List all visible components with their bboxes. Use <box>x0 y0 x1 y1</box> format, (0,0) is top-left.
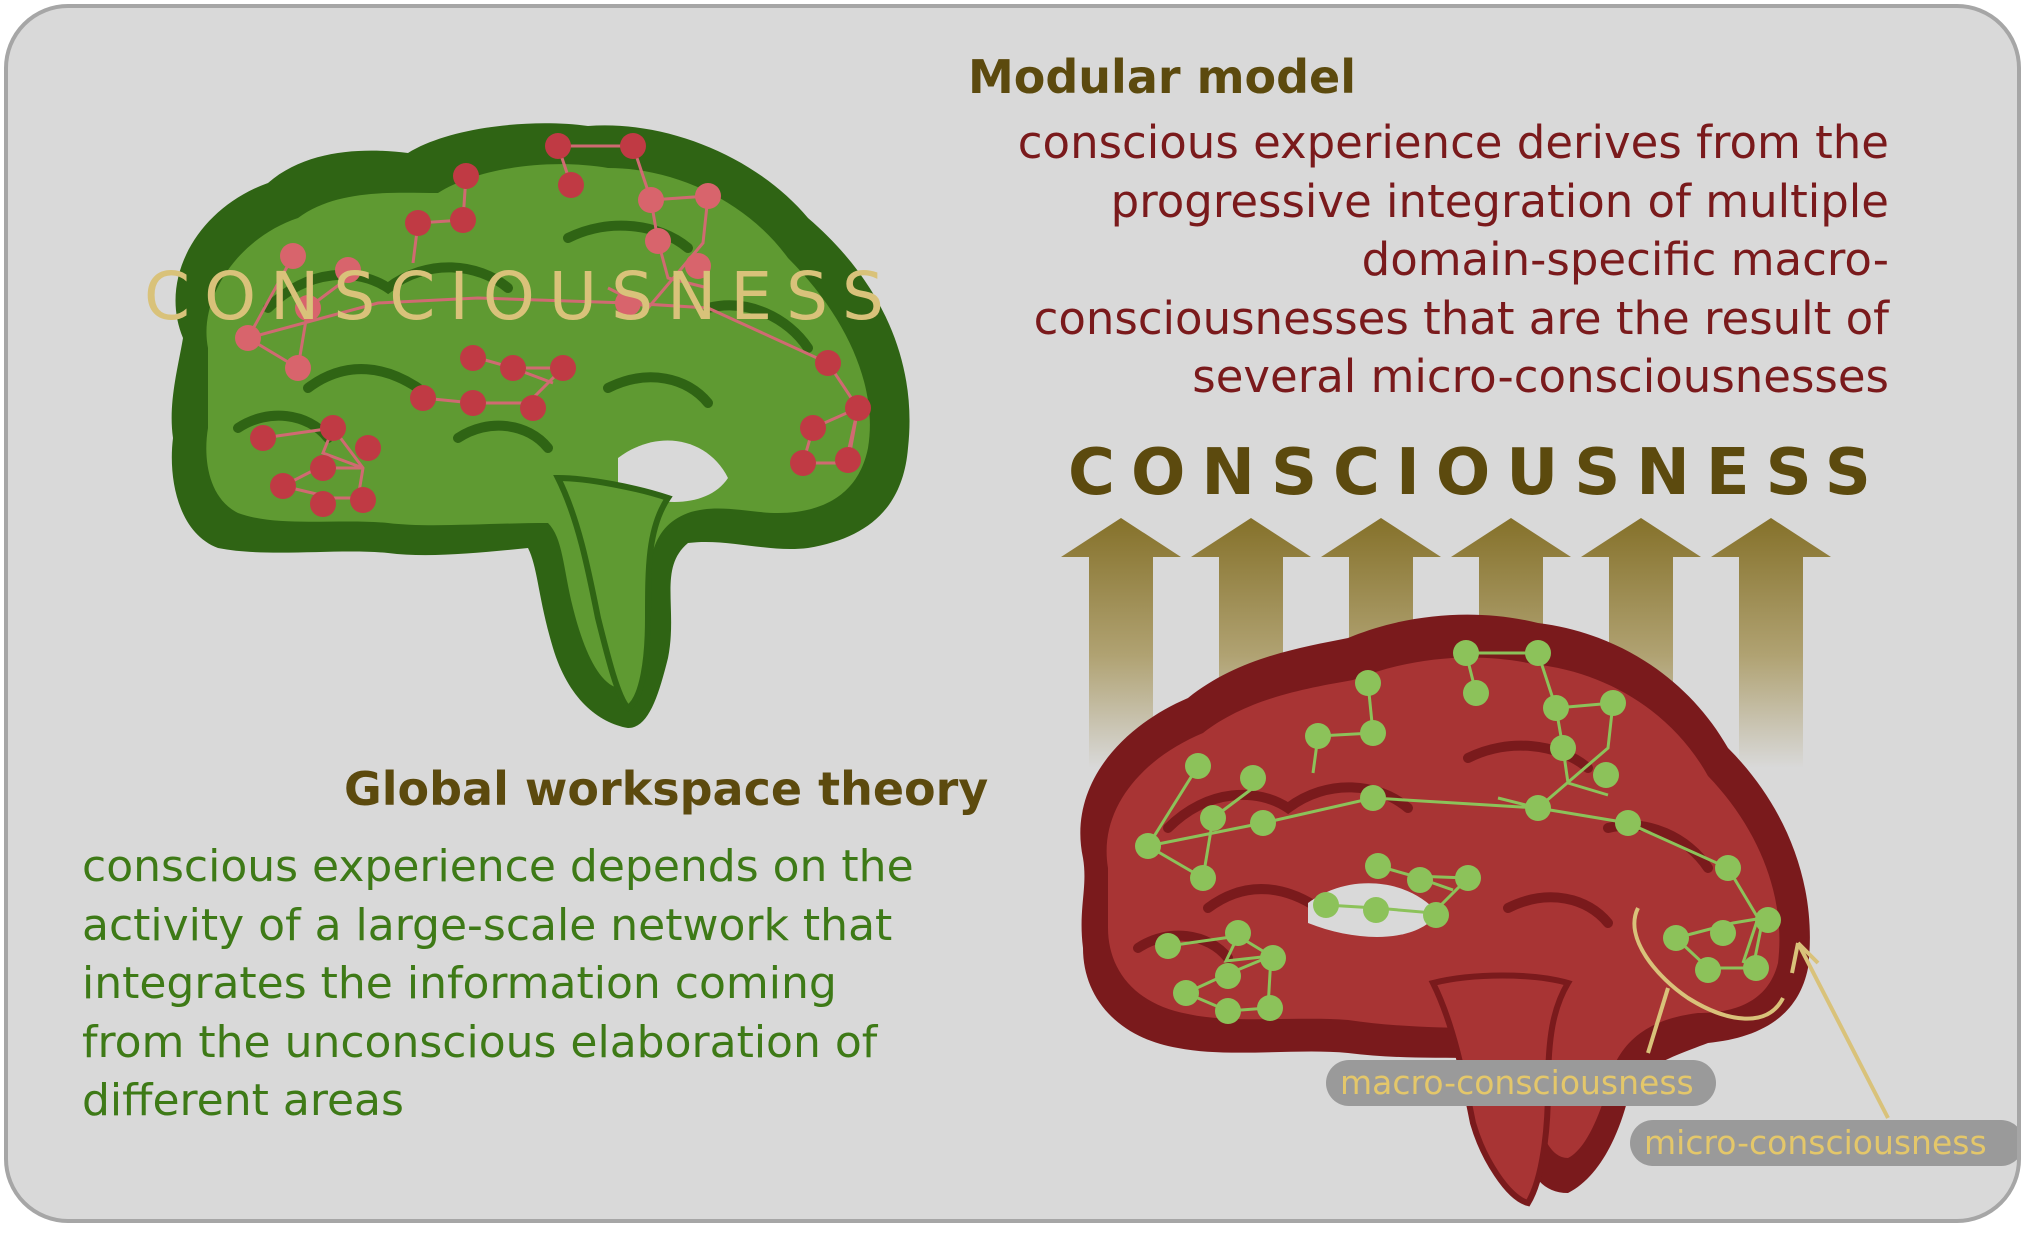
diagram-panel: CONSCIOUSNESS Modular model conscious ex… <box>4 4 2021 1223</box>
global-workspace-line: conscious experience depends on the <box>82 841 914 892</box>
green-brain-nodes <box>235 133 871 517</box>
global-workspace-line: from the unconscious elaboration of <box>82 1016 878 1068</box>
green-brain-illustration <box>171 123 910 729</box>
label-pointers <box>1632 907 1890 1119</box>
modular-model-line: progressive integration of multiple <box>1110 174 1889 228</box>
modular-model-line: several micro-consciousnesses <box>1192 350 1889 403</box>
global-workspace-description: conscious experience depends on the acti… <box>82 838 914 1131</box>
modular-model-description: conscious experience derives from the pr… <box>1018 114 1889 407</box>
modular-model-title: Modular model <box>968 50 1356 104</box>
macro-consciousness-label: macro-consciousness <box>1326 1060 1716 1106</box>
modular-model-line: conscious experience derives from the <box>1017 116 1889 169</box>
modular-model-line: consciousnesses that are the result of <box>1033 291 1889 345</box>
global-workspace-line: activity of a large-scale network that <box>82 899 893 951</box>
global-workspace-line: different areas <box>82 1075 404 1126</box>
red-brain-nodes <box>1135 640 1781 1024</box>
global-workspace-title: Global workspace theory <box>344 762 989 816</box>
micro-consciousness-label: micro-consciousness <box>1630 1120 2017 1166</box>
modular-consciousness-label: CONSCIOUSNESS <box>1068 436 1887 510</box>
modular-model-line: domain-specific macro- <box>1361 233 1889 286</box>
global-workspace-consciousness-label: CONSCIOUSNESS <box>144 258 898 335</box>
diagram-artwork <box>171 123 1890 1207</box>
global-workspace-line: integrates the information coming <box>82 958 837 1009</box>
